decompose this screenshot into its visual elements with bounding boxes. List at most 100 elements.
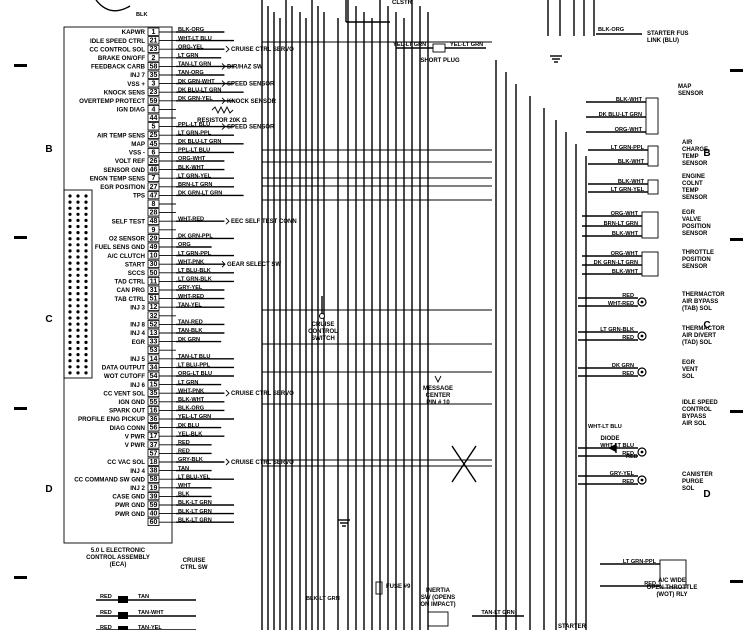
right-wire-label: BLK-WHT (612, 269, 639, 275)
solenoid-center-icon (640, 450, 644, 454)
ecu-signal-label: SENSOR GND (103, 167, 145, 174)
connector-pin-dot (76, 237, 80, 241)
connector-pin-dot (68, 218, 72, 222)
right-wire-label: BLK-WHT (616, 97, 643, 103)
wire-color-label: LT GRN-PPL (178, 251, 212, 257)
eca-connector-icon (63, 189, 93, 379)
ecu-signal-label: A/C CLUTCH (107, 253, 145, 260)
connector-pin-dot (68, 200, 72, 204)
wire-color-label: LT GRN-PPL (178, 130, 212, 136)
connector-pin-dot (68, 224, 72, 229)
right-component-label: CHARGE (682, 147, 708, 153)
ecu-pin-number: 48 (150, 218, 158, 225)
connector-pin-dot (84, 371, 88, 375)
right-component-label: VENT (682, 367, 698, 373)
ecu-pin-number: 35 (150, 390, 158, 397)
grid-letter-right: D (703, 489, 710, 500)
right-component-label: SOL (682, 486, 695, 492)
connector-pin-dot (84, 298, 88, 302)
ecu-pin-number: 27 (150, 184, 158, 191)
connector-pin-dot (76, 334, 80, 338)
right-wire-label: LT GRN-PPL (623, 559, 657, 565)
right-component-label: COLNT (682, 181, 703, 187)
diode-wire-label: RED (626, 454, 638, 460)
right-wire-label: DK GRN (612, 363, 634, 369)
ecu-pin-number: 12 (150, 304, 158, 311)
connector-pin-dot (68, 298, 72, 302)
right-component-label: (TAB) SOL (682, 306, 712, 312)
ecu-pin-number: 34 (150, 364, 158, 371)
ecu-pin-number: 3 (152, 81, 156, 88)
wire-color-label: LT GRN-BLK (178, 277, 212, 283)
wire-color-label: LT GRN (178, 53, 198, 59)
ecu-signal-label: VOLT REF (115, 158, 145, 165)
connector-pin-dot (76, 322, 80, 326)
right-component-label: SOL (682, 374, 695, 380)
connector-pin-dot (84, 340, 88, 344)
right-wire-label: RED (622, 371, 634, 377)
ecu-pin-number: 55 (150, 399, 158, 406)
eca-label-line3: (ECA) (110, 562, 127, 568)
left-component-label: GEAR SELECT SW (227, 262, 281, 268)
connector-pin-dot (76, 231, 80, 235)
connector-pin-dot (68, 365, 72, 369)
right-component-label: AIR DIVERT (682, 333, 716, 339)
sensor-connector-icon (645, 97, 659, 135)
connector-arrow-icon (221, 123, 226, 130)
connector-pin-dot (84, 365, 88, 369)
ecu-pin-number: 51 (150, 296, 158, 303)
ecu-pin-number: 10 (150, 253, 158, 260)
ecu-pin-number: 31 (150, 287, 158, 294)
wire-color-label: BLK-ORG (178, 406, 204, 412)
connector-pin-dot (76, 261, 80, 265)
ecu-pin-number: 35 (150, 72, 158, 79)
wire-color-label: WHT-PNK (178, 259, 204, 265)
ecu-pin-number: 50 (150, 270, 158, 277)
wire-color-label: LT GRN (178, 380, 198, 386)
right-wire-label: RED (622, 479, 634, 485)
ecu-pin-number: 37 (150, 442, 158, 449)
grid-letter-right: B (703, 148, 710, 159)
wire-color-label: TAN-LT BLU (178, 354, 210, 360)
ecu-pin-number: 8 (152, 201, 156, 208)
wire-color-label: LT BLU-YEL (178, 474, 211, 480)
ecu-pin-number: 5 (152, 124, 156, 131)
short-plug-icon (432, 43, 446, 53)
ecu-signal-label: AIR TEMP SENS (97, 132, 145, 139)
short-plug-wire2-label: YEL-LT GRN (450, 42, 483, 48)
wire-color-label: ORG-LT BLU (178, 371, 212, 377)
ecu-signal-label: BRAKE ON/OFF (98, 55, 145, 62)
ecu-signal-label: OVERTEMP PROTECT (79, 98, 145, 105)
right-wire-label: RED (622, 335, 634, 341)
ecu-pin-number: 46 (150, 167, 158, 174)
ecu-signal-label: SELF TEST (112, 218, 146, 225)
wire-color-label: DK GRN-PPL (178, 234, 213, 240)
connector-arrow-icon (225, 389, 230, 397)
wire-color-label: LT GRN-YEL (178, 173, 212, 179)
ecu-pin-number: 56 (150, 425, 158, 432)
connector-pin-dot (76, 218, 80, 222)
wire-color-label: WHT-LT BLU (178, 36, 212, 42)
wire-color-label: BLK-WHT (178, 397, 205, 403)
ecu-pin-number: 32 (150, 313, 158, 320)
cruise-sw-lower-label2: CTRL SW (180, 565, 208, 571)
connector-pin-dot (84, 273, 88, 277)
right-wire-label: BLK-WHT (618, 179, 645, 185)
wire-color-label: BLK-LT GRN (178, 500, 212, 506)
ecu-signal-label: CC VENT SOL (103, 390, 145, 397)
connector-pin-dot (76, 292, 80, 296)
right-component-label: POSITION (682, 224, 711, 230)
ecu-pin-number: 18 (150, 459, 158, 466)
wire-color-label: YEL-LT GRN (178, 414, 211, 420)
wire-color-label: BRN-LT GRN (178, 182, 212, 188)
starter-wire-label: BLK-ORG (598, 27, 624, 33)
ecu-signal-label: PROFILE ENG PICKUP (78, 416, 145, 423)
cruise-switch-label1: CRUISE (312, 322, 335, 328)
right-wire-label: BLK-WHT (612, 231, 639, 237)
connector-pin-dot (76, 359, 80, 363)
ecu-signal-label: FUEL SENS GND (95, 244, 146, 251)
wire-color-label: WHT-PNK (178, 388, 204, 394)
ecu-signal-label: PWR GND (115, 502, 145, 509)
connector-pin-dot (76, 353, 80, 357)
